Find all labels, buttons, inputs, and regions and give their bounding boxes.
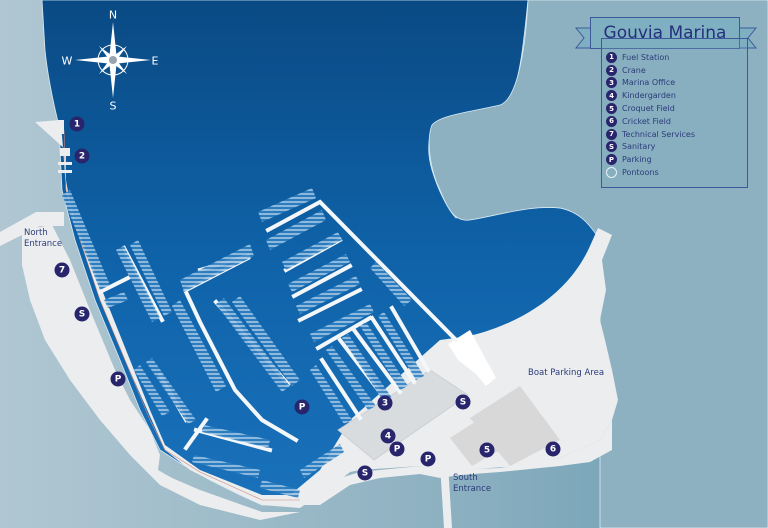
- berths: [62, 188, 424, 498]
- marker-icon: 4: [606, 90, 617, 102]
- sanitary-icon: S: [606, 141, 617, 153]
- compass-rose: [75, 22, 151, 98]
- marker-icon: 3: [606, 77, 617, 89]
- marker-sanitary-1[interactable]: S: [74, 306, 90, 322]
- marker-crane[interactable]: 2: [74, 148, 90, 164]
- legend-item-pontoons: Pontoons: [606, 166, 695, 179]
- marker-technical-services[interactable]: 7: [54, 262, 70, 278]
- headland-water: [428, 0, 768, 528]
- crane-pier-3: [58, 170, 72, 173]
- west-coast: [22, 225, 300, 520]
- marker-parking-1[interactable]: P: [110, 371, 126, 387]
- marker-marina-office[interactable]: 3: [377, 395, 393, 411]
- marker-cricket-field[interactable]: 6: [545, 441, 561, 457]
- marker-parking-3[interactable]: P: [389, 441, 405, 457]
- south-land: [300, 420, 612, 505]
- legend-box: [601, 38, 748, 188]
- marker-sanitary-3[interactable]: S: [357, 465, 373, 481]
- fuel-pier: [58, 120, 64, 134]
- marker-parking-4[interactable]: P: [420, 451, 436, 467]
- crane-pier-1: [60, 148, 70, 156]
- legend-ribbon-left: [574, 27, 593, 49]
- west-land: [35, 120, 618, 508]
- marker-kindergarden[interactable]: 4: [380, 428, 396, 444]
- building-lot: [448, 330, 496, 386]
- crane-pier-2: [58, 162, 72, 165]
- marker-sanitary-2[interactable]: S: [455, 394, 471, 410]
- marker-parking-2[interactable]: P: [294, 399, 310, 415]
- marker-icon: 7: [606, 128, 617, 140]
- marker-icon: 5: [606, 103, 617, 115]
- marker-fuel-station[interactable]: 1: [69, 116, 85, 132]
- marker-croquet-field[interactable]: 5: [479, 442, 495, 458]
- pontoon-circle-icon: [606, 167, 617, 179]
- cricket-field-area: [470, 386, 560, 466]
- north-entrance-road: [0, 212, 64, 246]
- marker-icon: 2: [606, 64, 617, 76]
- south-entrance-road: [438, 432, 452, 528]
- parking-icon: P: [606, 154, 617, 166]
- marker-icon: 6: [606, 115, 617, 127]
- marker-icon: 1: [606, 51, 617, 63]
